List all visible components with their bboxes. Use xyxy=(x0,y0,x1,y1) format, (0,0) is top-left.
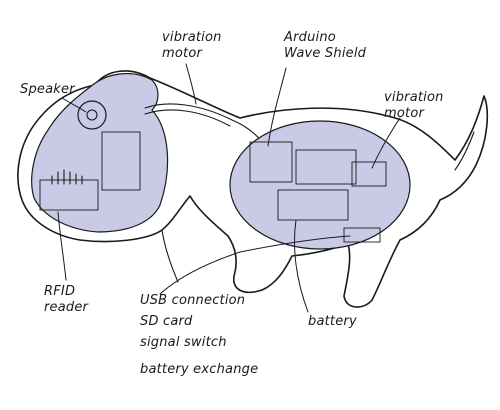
label-arduino-line2: Wave Shield xyxy=(284,46,367,61)
speaker-drawing xyxy=(77,100,107,130)
wave-shield-board xyxy=(295,149,357,185)
label-rfid-line2: reader xyxy=(44,300,89,315)
cable xyxy=(144,103,263,143)
usb-switch-panel xyxy=(343,227,381,243)
leader-arduino xyxy=(267,67,287,147)
label-vibration-motor-right: vibration motor xyxy=(384,90,444,122)
label-vibration-motor-top: vibration motor xyxy=(162,30,222,62)
head-board xyxy=(101,131,141,191)
label-vibration-motor-top-line1: vibration xyxy=(162,30,222,45)
leader-vibration-right xyxy=(371,117,401,169)
rfid-board xyxy=(39,179,99,211)
tail-ridge xyxy=(454,131,475,171)
cable-inner xyxy=(144,109,231,127)
rfid-coil xyxy=(51,169,83,185)
label-arduino-line1: Arduino xyxy=(284,30,336,45)
label-speaker: Speaker xyxy=(20,82,75,97)
label-battery-exchange: battery exchange xyxy=(140,362,259,377)
label-arduino: Arduino Wave Shield xyxy=(284,30,366,62)
leader-battery xyxy=(294,219,309,313)
label-battery: battery xyxy=(308,314,357,329)
label-usb-group: USB connection SD card signal switch bat… xyxy=(140,290,258,380)
body-compartment xyxy=(229,120,411,250)
head-compartment xyxy=(31,73,169,233)
label-rfid: RFID reader xyxy=(44,284,88,316)
label-sd-card: SD card xyxy=(140,314,193,329)
label-rfid-line1: RFID xyxy=(44,284,76,299)
label-usb-connection: USB connection xyxy=(140,293,246,308)
battery-pack xyxy=(277,189,349,221)
leader-rfid xyxy=(57,211,67,281)
neck-line xyxy=(161,229,179,283)
vibration-motor-body xyxy=(351,161,387,187)
label-vibration-motor-top-line2: motor xyxy=(162,46,203,61)
leader-vibration-top xyxy=(185,63,197,105)
leader-usb xyxy=(159,235,351,295)
label-signal-switch: signal switch xyxy=(140,335,227,350)
label-vibration-motor-right-line1: vibration xyxy=(384,90,444,105)
arduino-board xyxy=(249,141,293,183)
label-vibration-motor-right-line2: motor xyxy=(384,106,425,121)
speaker-cone xyxy=(86,109,98,121)
leader-speaker xyxy=(61,97,87,113)
